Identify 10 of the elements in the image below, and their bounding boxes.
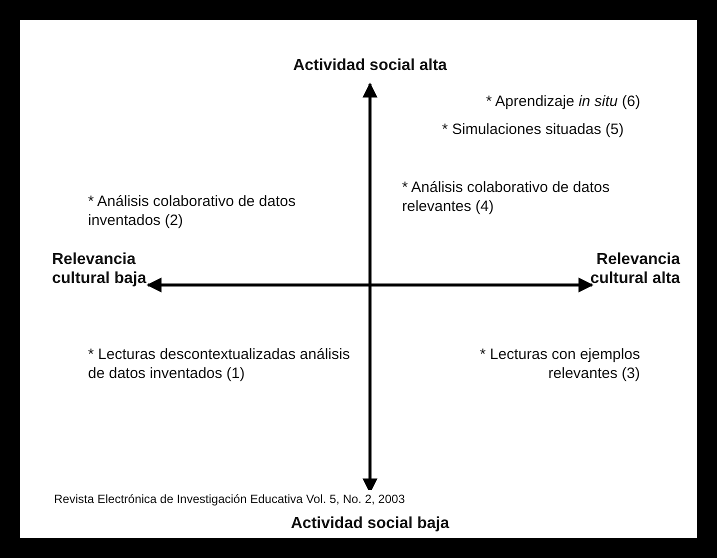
axis-title: Actividad social alta bbox=[292, 56, 448, 75]
quadrant-item: * Aprendizaje in situ (6) bbox=[486, 92, 642, 111]
quadrant-item: * Análisis colaborativo de datos relevantes (4) bbox=[402, 178, 611, 216]
axis-title: Actividad social baja bbox=[290, 514, 450, 533]
quadrant-item: * Análisis colaborativo de datos inventados (2) bbox=[88, 192, 297, 230]
axis-title: Relevancia cultural baja bbox=[52, 250, 148, 288]
quadrant-item: * Lecturas descontextualizadas análisis de datos inventados (1) bbox=[88, 345, 351, 383]
quadrant-item: * Simulaciones situadas (5) bbox=[442, 120, 625, 139]
quadrant-item: * Lecturas con ejemplos relevantes (3) bbox=[478, 345, 640, 383]
axis-title: Relevancia cultural alta bbox=[589, 250, 680, 288]
